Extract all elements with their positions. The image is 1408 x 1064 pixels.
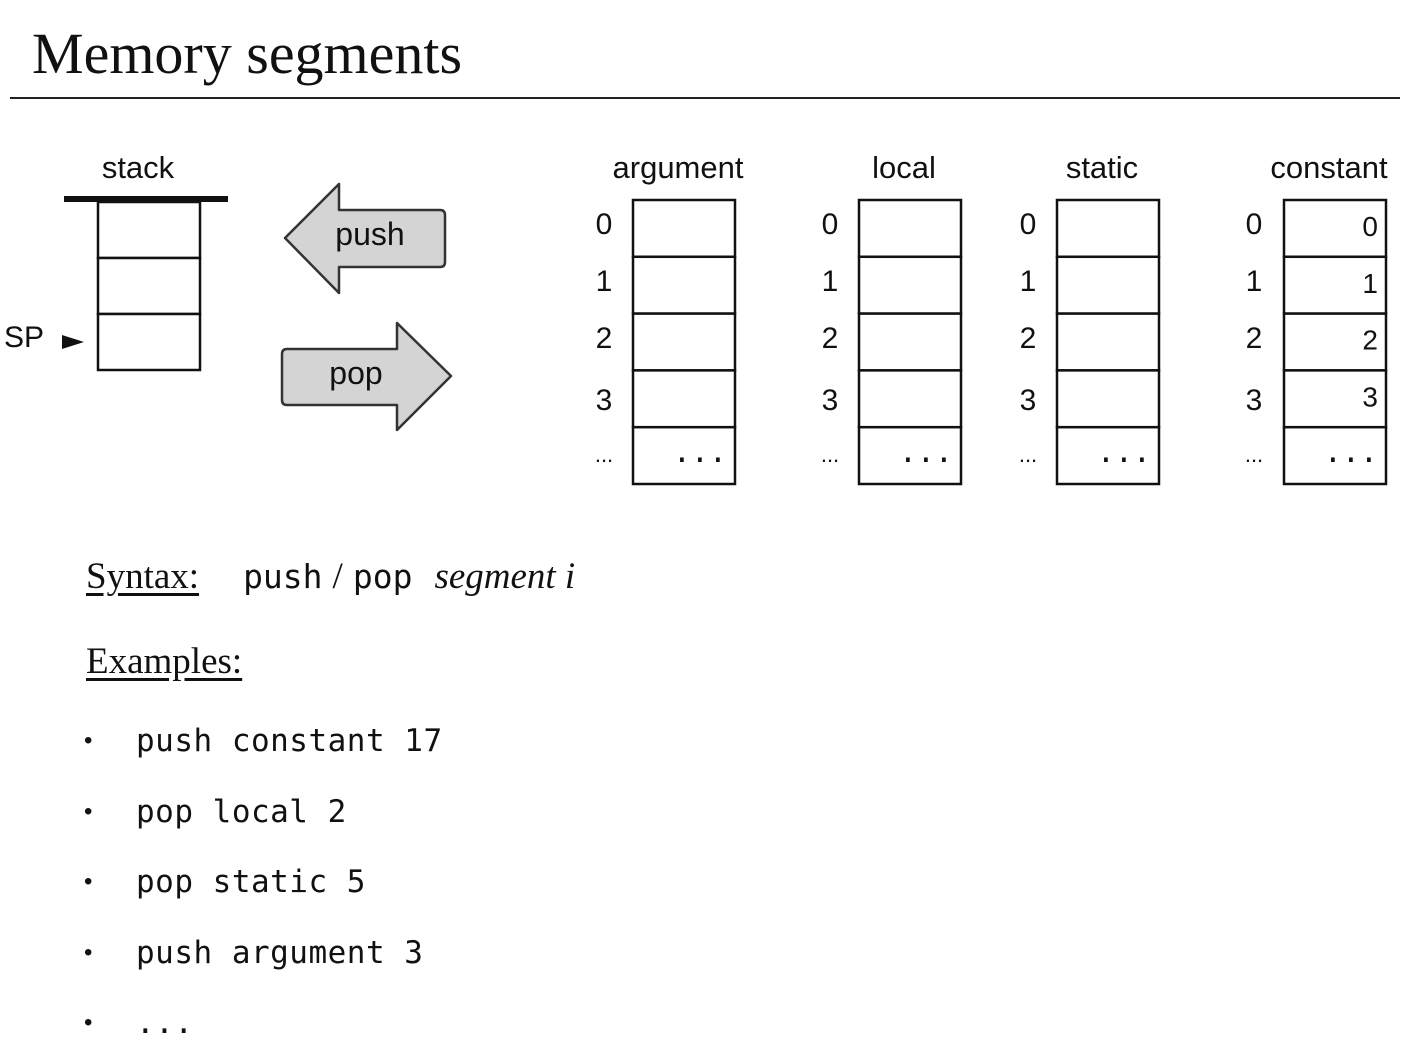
segment-index: 0: [822, 208, 839, 241]
example-code: push constant 17: [136, 723, 443, 760]
segment-cell: [631, 198, 737, 259]
segment-cell-value: 3: [1362, 381, 1378, 412]
segment-index: 2: [1246, 322, 1263, 355]
segment-index: 3: [1246, 384, 1263, 417]
example-item: • pop static 5: [84, 847, 443, 918]
segment-index: 3: [1020, 384, 1037, 417]
segment-index: 1: [596, 265, 613, 298]
segment-cell: [857, 198, 963, 259]
segment-cell: [1055, 255, 1161, 315]
segment-index: ...: [1245, 442, 1263, 467]
segment-index: 0: [1246, 208, 1263, 241]
segment-index: 2: [596, 322, 613, 355]
page-title: Memory segments: [32, 21, 463, 86]
syntax-slash: /: [332, 556, 343, 597]
syntax-line: Syntax: push / pop segment i: [86, 555, 575, 605]
push-label: push: [335, 216, 404, 252]
segments: argument0123......local0123......static0…: [595, 150, 1388, 486]
example-code: pop local 2: [136, 793, 347, 830]
stack-cell: [96, 256, 202, 316]
segment-cell: [1055, 369, 1161, 429]
segment-cell: [857, 255, 963, 315]
segment-cell-value: ...: [899, 435, 953, 470]
stack-label: stack: [102, 150, 175, 185]
bullet-icon: •: [84, 727, 93, 755]
segment-static: static 0 1 2 3......: [1019, 150, 1161, 486]
segment-cell: [857, 312, 963, 372]
segment-label: static: [1066, 150, 1138, 185]
push-arrow: push: [283, 182, 447, 295]
segment-cell: [631, 255, 737, 315]
segment-index: 3: [822, 384, 839, 417]
examples-label: Examples:: [86, 641, 243, 682]
example-item: • pop local 2: [84, 777, 443, 848]
segment-index: 2: [822, 322, 839, 355]
memory-diagram: stack SP push pop argument0123......loca…: [4, 150, 1388, 486]
examples-list: • push constant 17 • pop local 2 • pop s…: [84, 706, 443, 1059]
segment-cell: [857, 369, 963, 429]
segment-index: 0: [1020, 208, 1037, 241]
segment-cell: [1055, 425, 1161, 486]
title-divider: [10, 97, 1400, 99]
stack-group: stack SP: [4, 150, 228, 372]
pop-arrow-icon: [280, 321, 453, 432]
segment-index: 1: [1246, 265, 1263, 298]
stack-cell: [96, 200, 202, 260]
segment-cell-value: ...: [1097, 435, 1151, 470]
example-code: push argument 3: [136, 934, 424, 971]
segment-cell-value: 0: [1362, 211, 1378, 242]
segment-index: 1: [1020, 265, 1037, 298]
syntax-label: Syntax:: [86, 556, 200, 597]
segment-cell: [1055, 198, 1161, 259]
segment-local: local 0 1 2 3......: [821, 150, 963, 486]
stack-pointer-arrow-icon: [62, 335, 84, 349]
segment-cell: [1282, 425, 1388, 486]
bullet-icon: •: [84, 938, 93, 966]
pop-arrow: pop: [280, 321, 453, 432]
segment-cell: [857, 425, 963, 486]
segment-index: 0: [596, 208, 613, 241]
bullet-icon: •: [84, 797, 93, 825]
segment-index: ...: [821, 442, 839, 467]
segment-index: 1: [822, 265, 839, 298]
example-item: • push argument 3: [84, 918, 443, 989]
segment-cell: [631, 369, 737, 429]
segment-cell: [1282, 369, 1388, 429]
syntax-push-keyword: push: [243, 557, 323, 596]
segment-label: local: [872, 150, 936, 185]
segment-cell-value: ...: [1324, 435, 1378, 470]
syntax-arguments: segment i: [434, 556, 576, 597]
stack-cell: [96, 312, 202, 372]
segment-cell-value: 2: [1362, 325, 1378, 356]
bullet-icon: •: [84, 868, 93, 896]
push-arrow-icon: [283, 182, 447, 295]
stack-top-bar: [64, 196, 228, 202]
segment-index: 3: [596, 384, 613, 417]
syntax-pop-keyword: pop: [352, 557, 413, 596]
segment-label: argument: [613, 150, 744, 185]
segment-index: 2: [1020, 322, 1037, 355]
segment-index: ...: [1019, 442, 1037, 467]
segment-index: ...: [595, 442, 613, 467]
example-item: • ...: [84, 988, 443, 1059]
bullet-icon: •: [84, 1009, 93, 1037]
segment-label: constant: [1270, 150, 1388, 185]
segment-cell-value: 1: [1362, 268, 1378, 299]
stack-pointer-label: SP: [4, 321, 44, 354]
segment-cell: [631, 312, 737, 372]
segment-cell-value: ...: [673, 435, 727, 470]
example-code: pop static 5: [136, 864, 366, 901]
example-code: ...: [136, 1005, 194, 1042]
segment-cell: [1055, 312, 1161, 372]
segment-cell: [631, 425, 737, 486]
pop-label: pop: [329, 355, 382, 391]
example-item: • push constant 17: [84, 706, 443, 777]
